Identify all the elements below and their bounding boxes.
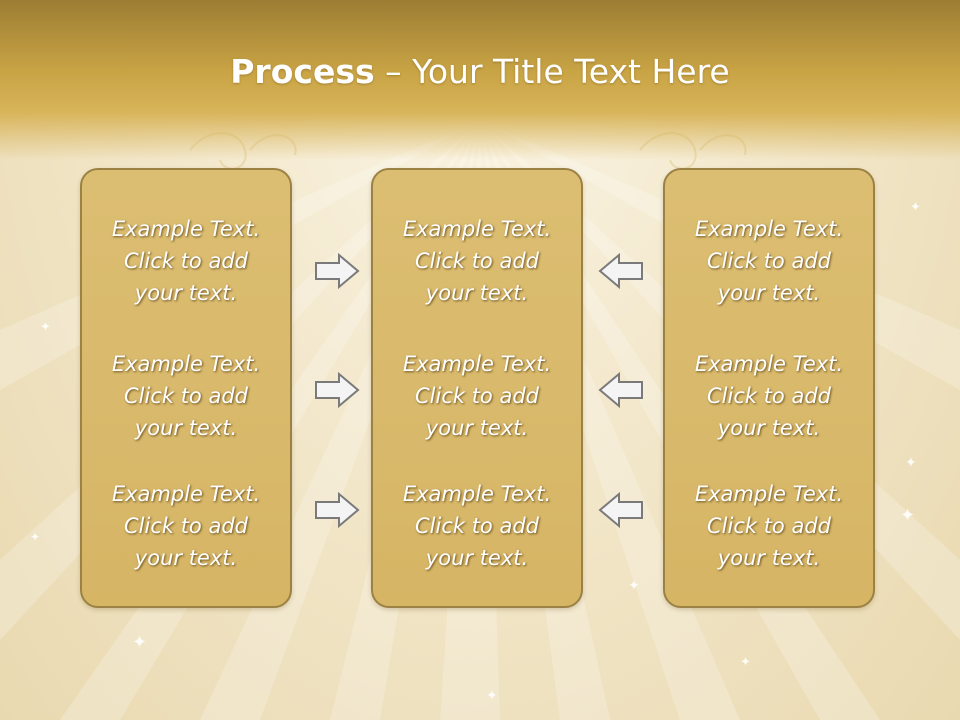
text-line: your text. [717, 416, 821, 440]
text-block[interactable]: Example Text. Click to add your text. [665, 348, 873, 444]
text-line: Example Text. [402, 482, 552, 506]
left-arrow-icon[interactable] [597, 251, 645, 291]
text-block[interactable]: Example Text. Click to add your text. [82, 478, 290, 574]
text-line: Click to add [123, 514, 248, 538]
sparkle-icon: ✦ [486, 688, 498, 704]
sparkle-icon: ✦ [900, 505, 916, 526]
text-line: your text. [134, 416, 238, 440]
text-line: Click to add [123, 384, 248, 408]
left-arrow-icon[interactable] [597, 370, 645, 410]
column-center[interactable]: Example Text. Click to add your text. Ex… [371, 168, 583, 608]
text-line: Click to add [706, 514, 831, 538]
text-line: Example Text. [402, 217, 552, 241]
text-line: Click to add [414, 384, 539, 408]
right-arrow-icon[interactable] [313, 370, 361, 410]
text-line: your text. [425, 281, 529, 305]
text-line: Click to add [706, 384, 831, 408]
slide-title[interactable]: Process – Your Title Text Here [0, 52, 960, 91]
text-block[interactable]: Example Text. Click to add your text. [373, 348, 581, 444]
text-line: Click to add [123, 249, 248, 273]
text-line: Click to add [414, 514, 539, 538]
text-line: Click to add [706, 249, 831, 273]
text-line: your text. [134, 546, 238, 570]
text-line: Example Text. [694, 482, 844, 506]
sparkle-icon: ✦ [628, 578, 640, 594]
column-right[interactable]: Example Text. Click to add your text. Ex… [663, 168, 875, 608]
text-block[interactable]: Example Text. Click to add your text. [373, 213, 581, 309]
sparkle-icon: ✦ [905, 455, 917, 471]
text-line: Example Text. [111, 352, 261, 376]
title-bold: Process [230, 52, 375, 91]
column-left[interactable]: Example Text. Click to add your text. Ex… [80, 168, 292, 608]
text-line: Example Text. [402, 352, 552, 376]
text-line: your text. [717, 546, 821, 570]
right-arrow-icon[interactable] [313, 251, 361, 291]
text-line: Example Text. [694, 352, 844, 376]
sparkle-icon: ✦ [40, 320, 51, 335]
title-rest: – Your Title Text Here [374, 52, 730, 91]
text-block[interactable]: Example Text. Click to add your text. [665, 213, 873, 309]
text-block[interactable]: Example Text. Click to add your text. [373, 478, 581, 574]
text-line: your text. [425, 546, 529, 570]
text-block[interactable]: Example Text. Click to add your text. [665, 478, 873, 574]
text-line: Example Text. [111, 217, 261, 241]
text-block[interactable]: Example Text. Click to add your text. [82, 213, 290, 309]
sparkle-icon: ✦ [910, 200, 921, 215]
text-line: Example Text. [694, 217, 844, 241]
text-line: Click to add [414, 249, 539, 273]
text-line: your text. [425, 416, 529, 440]
text-block[interactable]: Example Text. Click to add your text. [82, 348, 290, 444]
left-arrow-icon[interactable] [597, 490, 645, 530]
sparkle-icon: ✦ [30, 530, 41, 544]
right-arrow-icon[interactable] [313, 490, 361, 530]
sparkle-icon: ✦ [740, 655, 751, 670]
text-line: your text. [717, 281, 821, 305]
sparkle-icon: ✦ [132, 632, 148, 653]
text-line: Example Text. [111, 482, 261, 506]
header-band [0, 0, 960, 160]
text-line: your text. [134, 281, 238, 305]
